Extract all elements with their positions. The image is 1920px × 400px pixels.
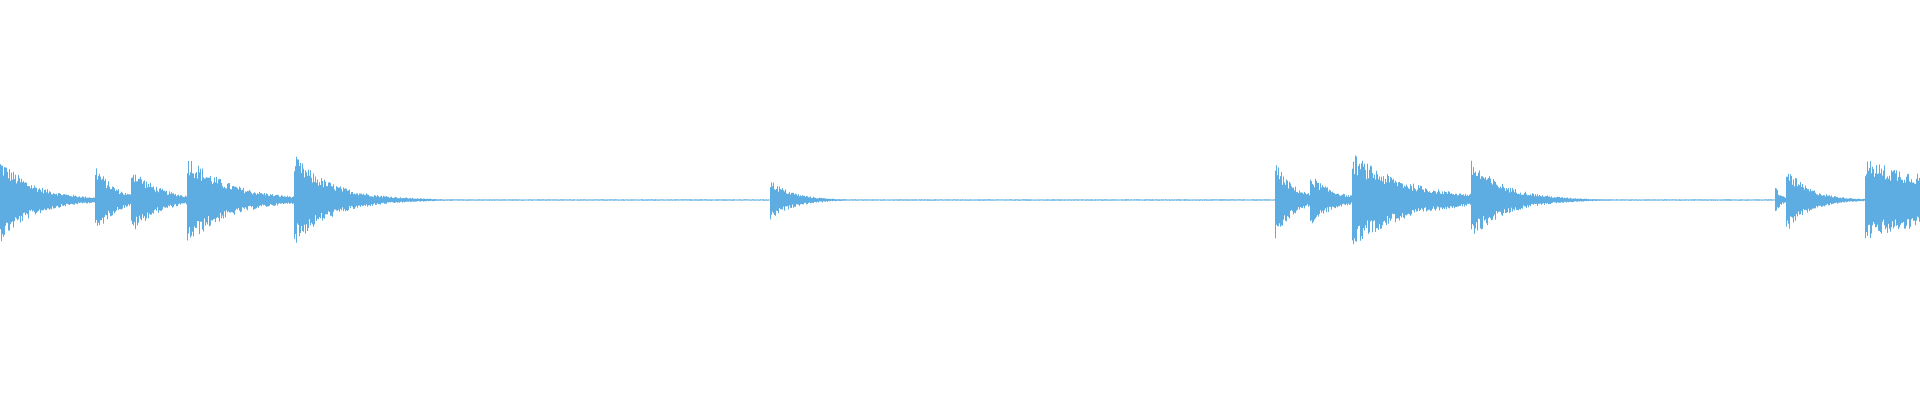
waveform-path [0, 155, 1920, 245]
waveform-bars [0, 155, 1920, 245]
